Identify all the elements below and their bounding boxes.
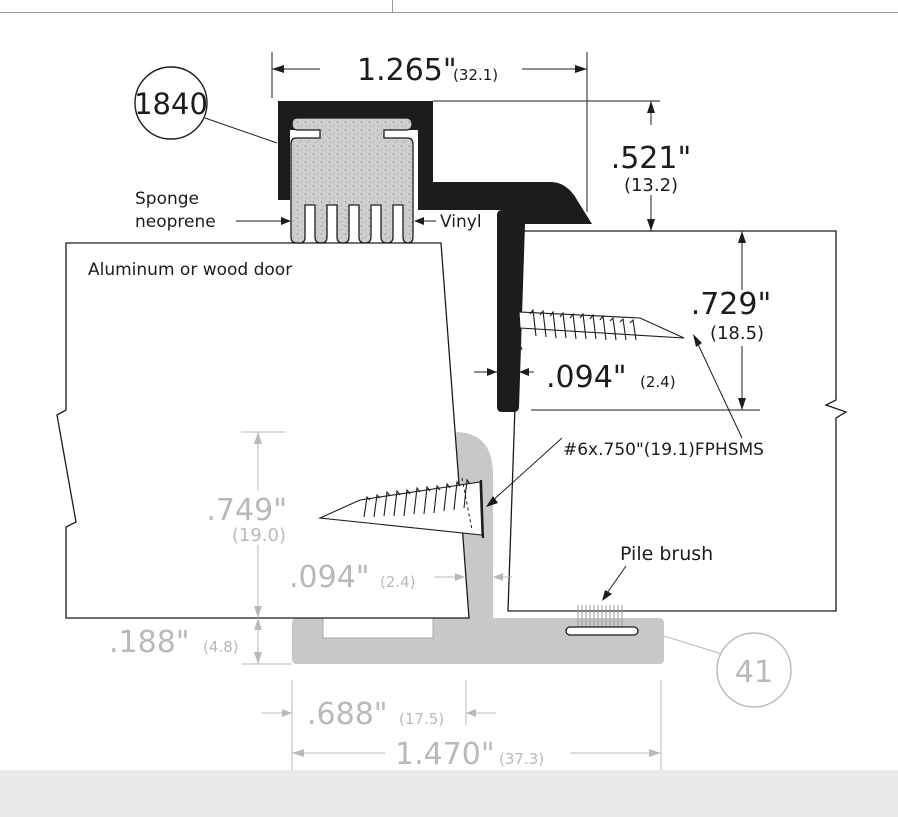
dim-bottom-offset: .688" [307,697,388,732]
top-astragal-1840 [278,101,592,412]
pile-brush [565,605,639,636]
upper-screw [511,299,685,351]
dim-top-height-metric: (13.2) [624,175,678,196]
part-callout-circle-41 [716,632,792,708]
dim-flange-height: .729" [691,287,772,322]
dim-flange-height-metric: (18.5) [710,323,764,344]
top-divider-tick [392,0,393,12]
sponge-label-line1: Sponge [135,189,199,209]
top-rule [0,12,898,13]
sponge-neoprene-insert [290,117,414,244]
vinyl-label: Vinyl [440,212,482,232]
footer-band [0,770,898,817]
part-number-1840: 1840 [134,87,208,121]
door-label: Aluminum or wood door [88,260,292,280]
part-callout-circle-1840 [134,66,208,140]
dim-top-height: .521" [611,141,692,176]
dim-top-thickness-metric: (2.4) [640,373,676,391]
dim-bottom-offset-metric: (17.5) [399,710,444,728]
screw-label: #6x.750"(19.1)FPHSMS [563,440,764,460]
dim-bottom-width: 1.470" [395,737,495,772]
dim-bottom-width-metric: (37.3) [499,750,544,768]
dim-bottom-thickness-metric: (2.4) [380,573,416,591]
pile-brush-label: Pile brush [620,543,713,565]
dark-dimension-lines [204,52,760,601]
dim-top-width-metric: (32.1) [453,66,498,84]
sponge-label-line2: neoprene [135,212,216,232]
lower-screw [317,477,485,539]
light-dimension-lines [241,431,726,770]
left-door [56,242,470,619]
dim-bottom-base-height: .188" [109,625,190,660]
dim-bottom-base-height-metric: (4.8) [203,638,239,656]
dim-top-thickness: .094" [546,360,627,395]
dim-top-width: 1.265" [357,53,457,88]
dim-bottom-flange-height: .749" [206,493,287,528]
dim-bottom-thickness: .094" [289,560,370,595]
part-number-41: 41 [735,655,773,690]
dim-bottom-flange-height-metric: (19.0) [232,525,286,546]
